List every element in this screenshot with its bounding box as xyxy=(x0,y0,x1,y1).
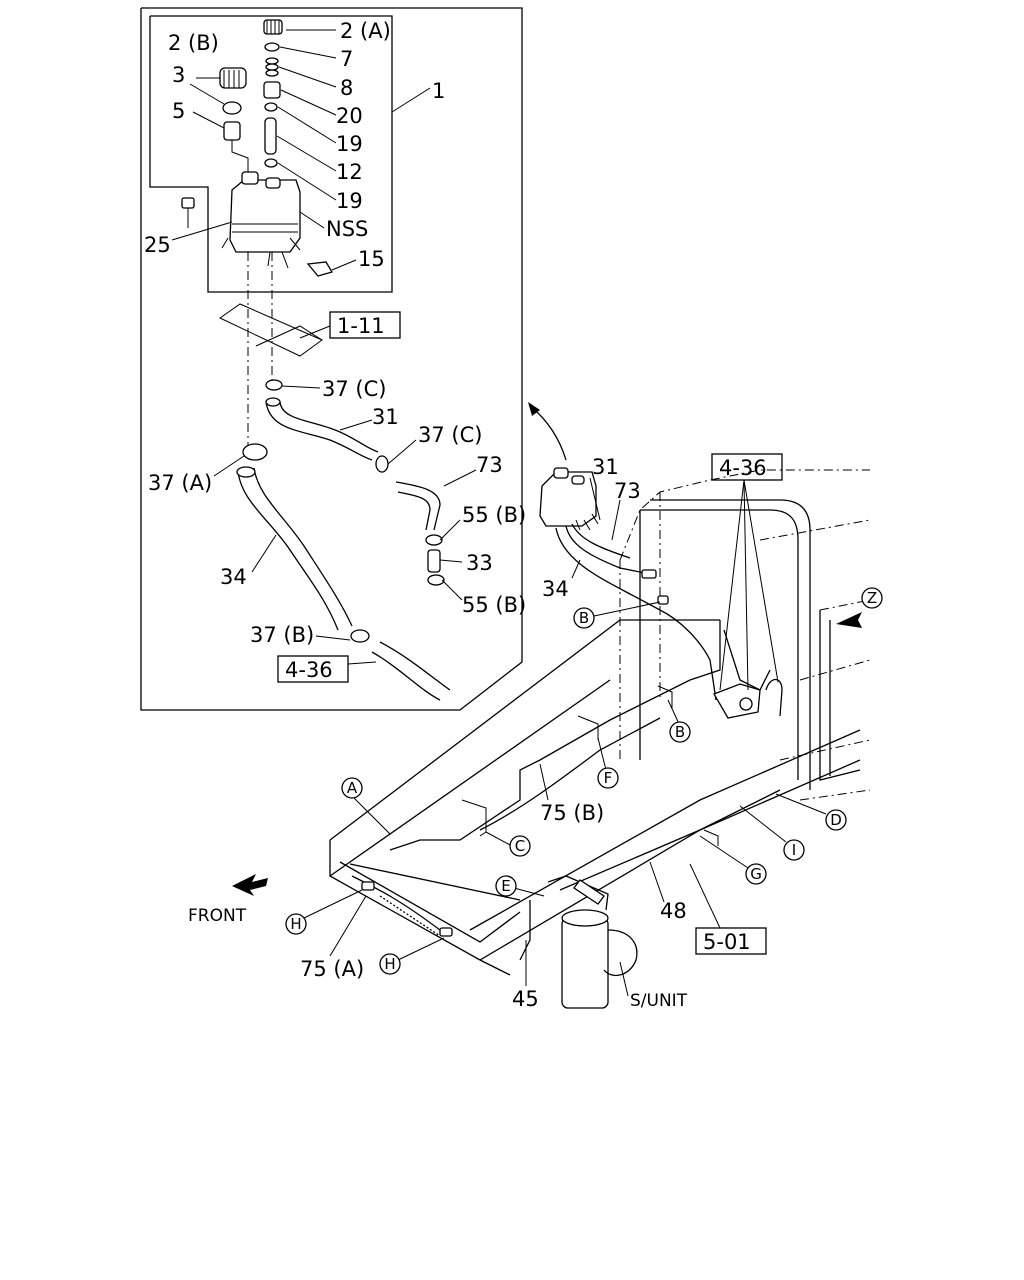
inset-labels: 1 2 (A) 2 (B) 3 5 7 8 20 19 12 19 NSS 25… xyxy=(144,19,526,647)
label-25: 25 xyxy=(144,233,171,257)
circle-ref-h-2[interactable]: H xyxy=(379,953,401,975)
label-7: 7 xyxy=(340,47,353,71)
svg-text:G: G xyxy=(750,865,762,883)
label-55b-b: 55 (B) xyxy=(462,593,526,617)
label-75a: 75 (A) xyxy=(300,957,364,981)
ref-4-36-main-text: 4-36 xyxy=(719,456,767,480)
front-label: FRONT xyxy=(188,906,247,926)
front-arrow-icon xyxy=(232,874,268,896)
label-33: 33 xyxy=(466,551,493,575)
svg-text:I: I xyxy=(792,841,796,859)
label-1: 1 xyxy=(432,79,445,103)
main-pipes xyxy=(351,467,783,1009)
svg-text:E: E xyxy=(501,877,510,895)
ref-5-01-text: 5-01 xyxy=(703,930,751,954)
label-34-b: 34 xyxy=(542,577,569,601)
label-73-a: 73 xyxy=(476,453,503,477)
circle-ref-e[interactable]: E xyxy=(495,875,517,897)
circle-ref-c[interactable]: C xyxy=(509,835,531,857)
svg-text:Z: Z xyxy=(867,589,877,607)
circle-ref-a[interactable]: A xyxy=(341,777,363,799)
inset-leaders xyxy=(171,29,477,665)
label-37c-b: 37 (C) xyxy=(418,423,482,447)
inset-frame xyxy=(140,7,523,711)
label-19-a: 19 xyxy=(336,132,363,156)
svg-text:B: B xyxy=(579,609,589,627)
label-37a: 37 (A) xyxy=(148,471,212,495)
main-labels: 31 73 34 75 (B) 48 75 (A) 45 S/UNIT xyxy=(300,455,688,1011)
svg-text:H: H xyxy=(384,955,395,973)
label-73-b: 73 xyxy=(614,479,641,503)
label-sunit: S/UNIT xyxy=(630,991,688,1011)
ref-box-1-11[interactable]: 1-11 xyxy=(329,311,401,339)
circle-ref-b-2[interactable]: B xyxy=(669,721,691,743)
label-2b: 2 (B) xyxy=(168,31,219,55)
label-75b: 75 (B) xyxy=(540,801,604,825)
label-nss: NSS xyxy=(326,217,368,241)
label-31-b: 31 xyxy=(592,455,619,479)
label-34-a: 34 xyxy=(220,565,247,589)
circle-ref-i[interactable]: I xyxy=(783,839,805,861)
front-indicator: FRONT xyxy=(188,874,268,926)
ref-box-4-36-inset[interactable]: 4-36 xyxy=(277,655,349,683)
circle-ref-f[interactable]: F xyxy=(597,767,619,789)
label-2a: 2 (A) xyxy=(340,19,391,43)
label-12: 12 xyxy=(336,160,363,184)
ref-box-5-01[interactable]: 5-01 xyxy=(695,927,767,955)
label-55b-a: 55 (B) xyxy=(462,503,526,527)
svg-text:A: A xyxy=(347,779,358,797)
label-37c-a: 37 (C) xyxy=(322,377,386,401)
label-5: 5 xyxy=(172,99,185,123)
label-8: 8 xyxy=(340,76,353,100)
circle-ref-g[interactable]: G xyxy=(745,863,767,885)
circle-ref-d[interactable]: D xyxy=(825,809,847,831)
main-leaders xyxy=(303,477,827,997)
chassis-frame xyxy=(329,469,871,976)
svg-text:C: C xyxy=(515,837,525,855)
svg-text:F: F xyxy=(604,769,613,787)
ref-1-11-text: 1-11 xyxy=(337,314,385,338)
label-15: 15 xyxy=(358,247,385,271)
label-31-a: 31 xyxy=(372,405,399,429)
ref-box-4-36-main[interactable]: 4-36 xyxy=(711,453,783,481)
label-37b: 37 (B) xyxy=(250,623,314,647)
detail-pointer-arrow xyxy=(528,402,567,461)
label-20: 20 xyxy=(336,104,363,128)
svg-text:B: B xyxy=(675,723,685,741)
reservoir-tank xyxy=(181,19,333,450)
label-48: 48 xyxy=(660,899,687,923)
label-3: 3 xyxy=(172,63,185,87)
label-19-b: 19 xyxy=(336,189,363,213)
svg-text:D: D xyxy=(830,811,842,829)
circle-ref-z[interactable]: Z xyxy=(861,587,883,609)
svg-text:H: H xyxy=(290,915,301,933)
ref-4-36-inset-text: 4-36 xyxy=(285,658,333,682)
circle-ref-b-1[interactable]: B xyxy=(573,607,595,629)
inset-hoses xyxy=(236,379,451,701)
circle-ref-h-1[interactable]: H xyxy=(285,913,307,935)
label-45: 45 xyxy=(512,987,539,1011)
